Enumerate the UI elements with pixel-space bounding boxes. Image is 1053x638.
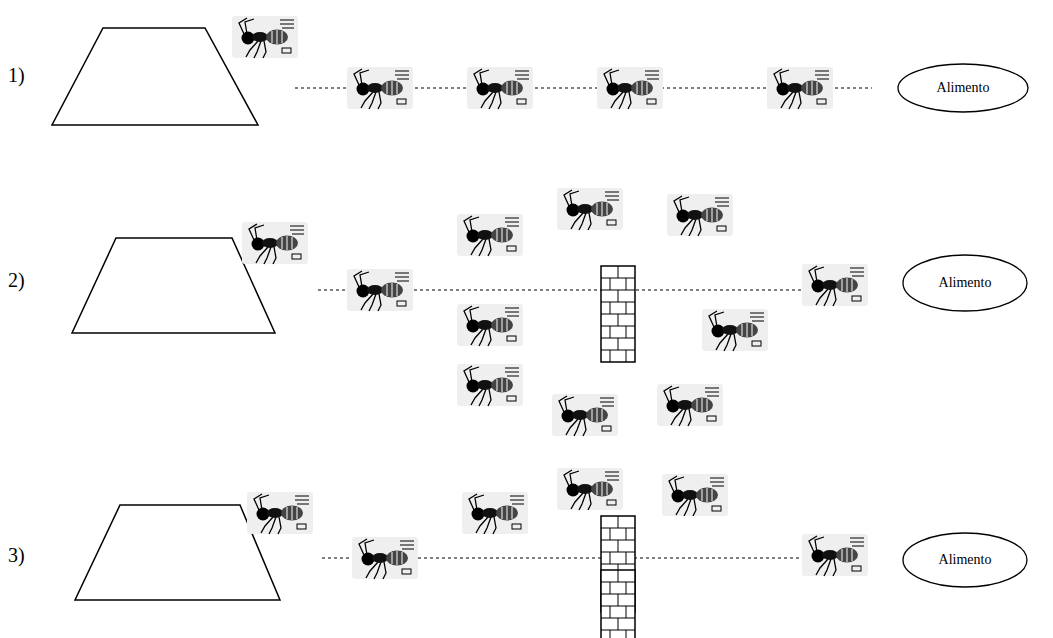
ant: [352, 537, 418, 579]
ant: [557, 188, 623, 230]
row-number: 3): [8, 544, 25, 567]
brick-wall: [601, 570, 635, 638]
ant: [457, 304, 523, 346]
node-label: Alimento: [937, 80, 990, 96]
ant: [597, 67, 663, 109]
node-label: Alimento: [939, 275, 992, 291]
ant: [232, 16, 298, 58]
ant: [767, 67, 833, 109]
ant: [347, 269, 413, 311]
ant: [802, 264, 868, 306]
food-ellipse: Alimento: [902, 254, 1028, 312]
ant: [462, 492, 528, 534]
row-number: 1): [8, 64, 25, 87]
ant: [802, 534, 868, 576]
ellipse-outline: [903, 255, 1027, 311]
ant: [247, 492, 313, 534]
ant: [242, 222, 308, 264]
ant: [702, 309, 768, 351]
anthill: [52, 28, 258, 125]
food-ellipse: Alimento: [897, 63, 1029, 113]
ant: [552, 394, 618, 436]
ant: [457, 214, 523, 256]
brick-wall: [601, 266, 635, 362]
food-ellipse: Alimento: [902, 532, 1028, 588]
ant: [467, 67, 533, 109]
ant: [657, 384, 723, 426]
ant: [457, 364, 523, 406]
ellipse-outline: [898, 64, 1028, 112]
ant: [347, 67, 413, 109]
ant: [557, 468, 623, 510]
row-number: 2): [8, 269, 25, 292]
ant: [667, 194, 733, 236]
ellipse-outline: [903, 533, 1027, 587]
ant: [662, 474, 728, 516]
node-label: Alimento: [939, 552, 992, 568]
